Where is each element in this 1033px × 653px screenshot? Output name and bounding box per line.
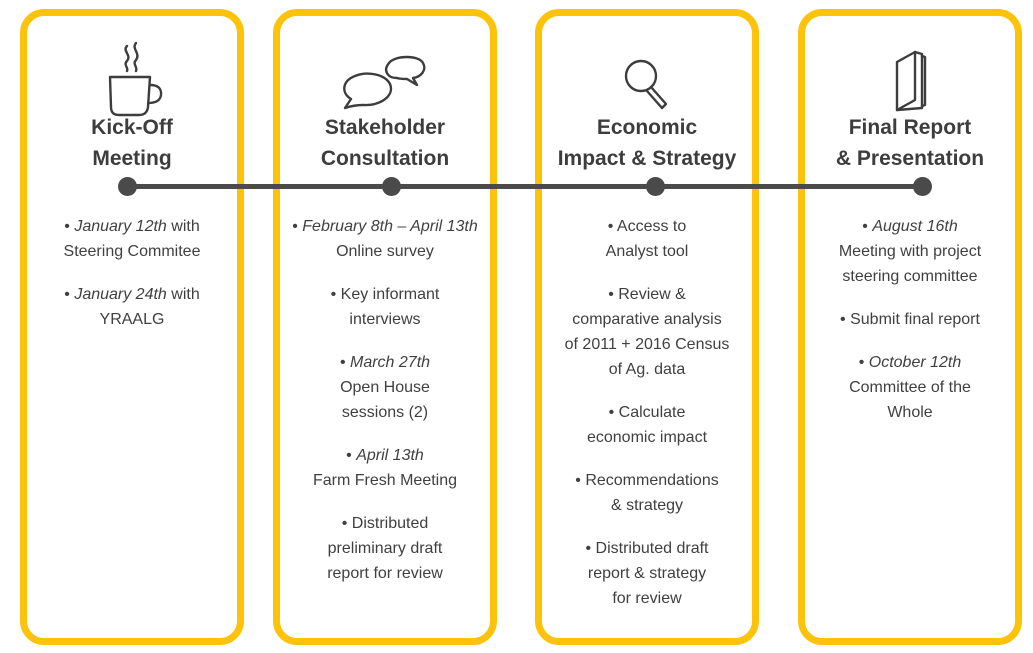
item-date: January 24th [74,286,167,303]
phase-item: • Calculate economic impact [548,400,746,450]
item-bullet: • [339,354,350,371]
item-text: Recommendations & strategy [585,472,719,514]
item-bullet: • [608,404,619,421]
item-text: Farm Fresh Meeting [312,472,458,489]
item-bullet: • [840,311,851,328]
phase-item: • Review & comparative analysis of 2011 … [548,282,746,382]
item-date: March 27th [350,354,431,371]
item-text: Committee of the Whole [849,379,971,421]
milestone-dot [382,177,401,196]
item-date: August 16th [872,218,958,235]
phase-item: • Access to Analyst tool [548,214,746,264]
phase-title: Kick-Off Meeting [91,116,173,170]
item-text: Meeting with project steering committee [838,243,982,285]
phase-card-stakeholder: Stakeholder Consultation • February 8th … [273,9,497,645]
item-date: April 13th [356,447,424,464]
phase-item: • March 27th Open House sessions (2) [286,350,484,425]
phase-item: • Distributed draft report & strategy fo… [548,536,746,611]
milestone-dot [913,177,932,196]
phase-item: • Recommendations & strategy [548,468,746,518]
item-date: February 8th – April 13th [302,218,478,235]
phase-item: • October 12th Committee of the Whole [811,350,1009,425]
milestone-dot [646,177,665,196]
phase-card-kickoff: Kick-Off Meeting • January 12th with Ste… [20,9,244,645]
phase-item-list: • Access to Analyst tool • Review & comp… [548,214,746,629]
item-text: Distributed draft report & strategy for … [587,540,709,607]
report-booklet-icon [805,38,1015,120]
item-bullet: • [64,286,75,303]
phase-item: • Distributed preliminary draft report f… [286,511,484,586]
phase-item: • January 24th with YRAALG [33,282,231,332]
phase-title: Stakeholder Consultation [320,116,450,170]
item-bullet: • [858,354,869,371]
phase-item: • April 13th Farm Fresh Meeting [286,443,484,493]
timeline-line [127,184,922,189]
item-text: Open House sessions (2) [340,379,430,421]
phase-title: Final Report & Presentation [835,116,985,170]
item-date: October 12th [868,354,962,371]
item-bullet: • [346,447,357,464]
item-text: with Steering Commitee [63,218,201,260]
phase-item: • Key informant interviews [286,282,484,332]
item-bullet: • [607,218,617,235]
item-bullet: • [575,472,586,489]
item-bullet: • [608,286,619,303]
item-bullet: • [862,218,873,235]
phase-item: • January 12th with Steering Commitee [33,214,231,264]
item-text: with YRAALG [99,286,200,328]
phase-item: • Submit final report [811,307,1009,332]
item-text: Key informant interviews [340,286,440,328]
item-text: Submit final report [850,311,980,328]
item-bullet: • [585,540,596,557]
phase-card-final: Final Report & Presentation • August 16t… [798,9,1022,645]
phase-item-list: • August 16th Meeting with project steer… [811,214,1009,443]
item-bullet: • [292,218,303,235]
item-bullet: • [330,286,341,303]
coffee-cup-icon [27,38,237,120]
milestone-dot [118,177,137,196]
item-text: Access to Analyst tool [605,218,689,260]
item-bullet: • [64,218,75,235]
speech-bubbles-icon [280,38,490,120]
item-text: Online survey [336,243,434,260]
phase-card-economic: Economic Impact & Strategy • Access to A… [535,9,759,645]
phase-title: Economic Impact & Strategy [557,116,737,170]
phase-item-list: • February 8th – April 13th Online surve… [286,214,484,604]
item-text: Review & comparative analysis of 2011 + … [564,286,730,378]
phase-item: • February 8th – April 13th Online surve… [286,214,484,264]
item-text: Distributed preliminary draft report for… [327,515,443,582]
phase-item: • August 16th Meeting with project steer… [811,214,1009,289]
item-bullet: • [341,515,352,532]
item-date: January 12th [74,218,167,235]
item-text: Calculate economic impact [586,404,708,446]
phase-item-list: • January 12th with Steering Commitee • … [33,214,231,350]
magnifying-glass-icon [542,38,752,120]
